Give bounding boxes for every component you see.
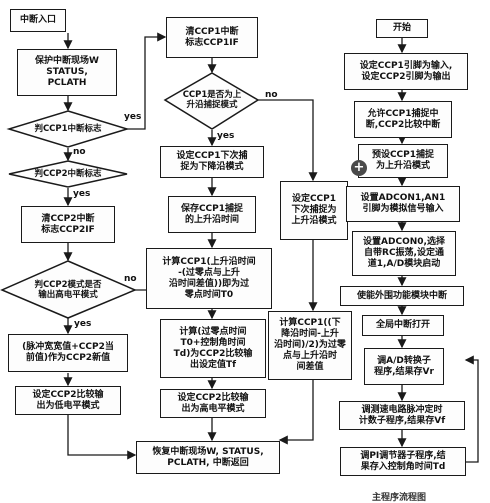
save-context-box: 保护中断现场W STATUS, PCLATH [17, 49, 117, 96]
main-start-box: 开始 [376, 19, 428, 38]
check-ccp1-rising-label: CCP1是否为上 升沿捕捉模式 [182, 89, 242, 111]
save-rising-box: 保存CCP1捕捉 的上升沿时间 [168, 196, 256, 233]
ccp2-mode-no-label: no [124, 274, 137, 284]
preset-ccp1-label: 预设CCP1捕捉 为上升沿模式 [371, 150, 435, 171]
enable-interrupts-box: 允许CCP1捕捉中 断,CCP2比较中断 [354, 101, 452, 138]
decision-ccp1-rising [163, 72, 260, 130]
preset-ccp1-box: 预设CCP1捕捉 为上升沿模式 [358, 144, 448, 178]
set-ccp2-low-box: 设定CCP2比较输 出为低电平模式 [15, 386, 121, 415]
add-node-icon[interactable]: + [351, 160, 367, 176]
enable-global-box: 全局中断打开 [362, 315, 444, 336]
rising-no-label: no [265, 90, 278, 100]
calc-compare-label: 计算(过零点时间 T0+控制角时间 Td)为CCP2比较输 出设定值Tf [173, 326, 253, 370]
enable-peripheral-box: 使能外围功能模块中断 [340, 286, 464, 306]
decision-ccp2-mode [0, 260, 137, 319]
flowchart-caption: 主程序流程图 [372, 493, 427, 503]
set-ccp2-high-box: 设定CCP2比较输 出为高电平模式 [160, 389, 266, 418]
restore-context-box: 恢复中断现场W, STATUS, PCLATH, 中断返回 [136, 441, 280, 474]
pi-adjust-box: 调PI调节器子程序,结 果存入控制角时间Td [340, 447, 466, 476]
calc-ccp1-fall-box: 计算CCP1((下 降沿时间-上升 沿时间)/2)为过零 点与上升沿时 间差值 [268, 311, 352, 380]
clear-ccp2if-label: 清CCP2中断 标志CCP2IF [41, 213, 95, 235]
pi-adjust-label: 调PI调节器子程序,结 果存入控制角时间Td [360, 450, 446, 472]
set-ccp1-falling-box: 设定CCP1下次捕 捉为下降沿模式 [160, 146, 264, 178]
interrupt-entry-box: 中断入口 [10, 9, 66, 32]
set-ccp2-high-label: 设定CCP2比较输 出为高电平模式 [177, 392, 249, 414]
set-ccp1-falling-label: 设定CCP1下次捕 捉为下降沿模式 [176, 151, 248, 172]
check-ccp1-label: 判CCP1中断标志 [34, 123, 102, 134]
decision-ccp1-flag [6, 110, 130, 148]
calc-ccp1-box: 计算CCP1(上升沿时间 -(过零点与上升 沿时间差值))即为过 零点时间T0 [146, 248, 272, 309]
enable-peripheral-label: 使能外围功能模块中断 [356, 290, 447, 301]
decision-ccp2-flag [8, 160, 128, 188]
calc-ccp1-label: 计算CCP1(上升沿时间 -(过零点与上升 沿时间差值))即为过 零点时间T0 [162, 256, 256, 300]
clear-ccp2if-box: 清CCP2中断 标志CCP2IF [21, 206, 115, 243]
rising-yes-label: yes [217, 131, 235, 141]
enable-global-label: 全局中断打开 [375, 320, 430, 330]
ccp2-yes-label: yes [73, 189, 91, 199]
set-ccp1-rising-box: 设定CCP1 下次捕捉为 上升沿模式 [280, 181, 348, 240]
set-ports-label: 设定CCP1引脚为输入, 设定CCP2引脚为输出 [359, 60, 453, 82]
check-ccp2-label: 判CCP2中断标志 [34, 169, 102, 180]
pulse-width-box: (脉冲宽宽值+CCP2当 前值)作为CCP2新值 [8, 334, 128, 372]
set-adcon0-box: 设置ADCON0,选择 自带RC振荡,设定通 道1,A/D模块启动 [352, 231, 456, 276]
clear-ccp1if-label: 清CCP1中断 标志CCP1IF [185, 26, 239, 48]
save-context-label: 保护中断现场W STATUS, PCLATH [35, 56, 99, 88]
debounce-box: 调测速电路脉冲定时 计数子程序,结果存Vf [339, 401, 465, 430]
pulse-width-label: (脉冲宽宽值+CCP2当 前值)作为CCP2新值 [22, 342, 114, 363]
enable-interrupts-label: 允许CCP1捕捉中 断,CCP2比较中断 [365, 108, 441, 130]
ad-convert-label: 调A/D转换子 程序,结果存Vr [374, 355, 434, 377]
set-ccp1-rising-label: 设定CCP1 下次捕捉为 上升沿模式 [291, 194, 337, 226]
debounce-label: 调测速电路脉冲定时 计数子程序,结果存Vf [358, 404, 446, 426]
save-rising-label: 保存CCP1捕捉 的上升沿时间 [180, 203, 244, 225]
restore-context-label: 恢复中断现场W, STATUS, PCLATH, 中断返回 [152, 446, 264, 468]
ccp1-no-label: no [73, 147, 86, 157]
calc-compare-box: 计算(过零点时间 T0+控制角时间 Td)为CCP2比较输 出设定值Tf [160, 319, 266, 378]
set-ports-box: 设定CCP1引脚为输入, 设定CCP2引脚为输出 [344, 53, 468, 90]
main-start-label: 开始 [392, 23, 411, 33]
ad-convert-box: 调A/D转换子 程序,结果存Vr [364, 348, 444, 385]
calc-ccp1-fall-label: 计算CCP1((下 降沿时间-上升 沿时间)/2)为过零 点与上升沿时 间差值 [274, 318, 346, 372]
clear-ccp1if-box: 清CCP1中断 标志CCP1IF [166, 17, 258, 58]
set-adcon1-label: 设置ADCON1,AN1 引脚为模拟信号输入 [360, 193, 446, 214]
set-adcon1-box: 设置ADCON1,AN1 引脚为模拟信号输入 [346, 186, 460, 222]
set-ccp2-low-label: 设定CCP2比较输 出为低电平模式 [32, 389, 104, 411]
set-adcon0-label: 设置ADCON0,选择 自带RC振荡,设定通 道1,A/D模块启动 [363, 237, 445, 269]
interrupt-entry-label: 中断入口 [19, 15, 56, 25]
ccp1-yes-label: yes [124, 112, 142, 122]
ccp2-mode-yes-label: yes [74, 319, 92, 329]
check-ccp2-mode-label: 判CCP2模式是否 输出高电平模式 [34, 279, 102, 301]
